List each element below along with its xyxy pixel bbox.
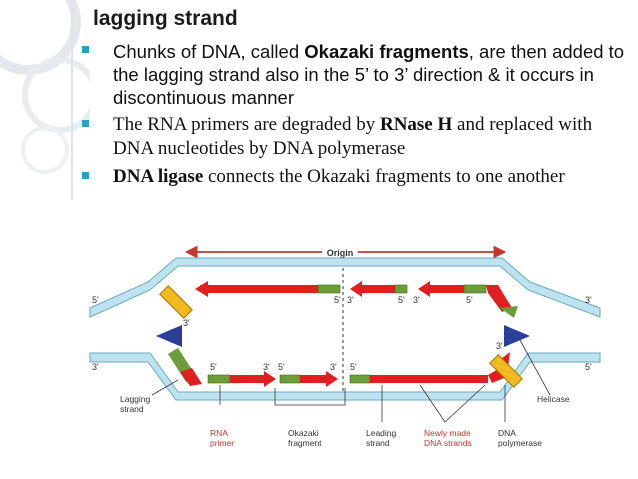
label-top-3-a: 3' [347, 295, 354, 305]
label-top-primer-3: 3' [183, 318, 190, 328]
helicase-right-icon [504, 325, 530, 347]
bottom-new-strands [168, 348, 510, 387]
label-leading-2: strand [366, 438, 390, 448]
label-lagging-strand-1: Lagging [120, 394, 151, 404]
label-helicase: Helicase [537, 394, 570, 404]
label-bottom-left-3: 3' [92, 362, 99, 372]
helicase-left-icon [156, 325, 182, 347]
slide-title: lagging strand [93, 7, 238, 30]
label-rna-primer-2: primer [210, 438, 234, 448]
label-top-right-3: 3' [585, 295, 592, 305]
label-top-5-c: 5' [466, 295, 473, 305]
bullet-rnase: The RNA primers are degraded by RNase H … [80, 113, 635, 161]
label-bottom-primer-3: 3' [496, 341, 503, 351]
top-new-strands [195, 281, 518, 318]
label-polymerase-2: polymerase [498, 438, 542, 448]
pointer-lines [151, 339, 551, 423]
origin-arrow: Origin [184, 245, 507, 259]
label-top-5-b: 5' [398, 295, 405, 305]
label-lagging-strand-2: strand [120, 404, 144, 414]
parental-bottom-strand [89, 352, 601, 401]
bullet-marker [82, 172, 89, 179]
label-bottom-3-a: 3' [263, 362, 270, 372]
label-bottom-3-b: 3' [330, 362, 337, 372]
label-bottom-5-c: 5' [350, 362, 357, 372]
label-bottom-5-b: 5' [278, 362, 285, 372]
label-newly-made-2: DNA strands [424, 438, 472, 448]
label-bottom-5-a: 5' [210, 362, 217, 372]
bullet-list: Chunks of DNA, called Okazaki fragments,… [80, 40, 635, 193]
label-rna-primer-1: RNA [210, 428, 228, 438]
dna-polymerase-top [159, 285, 193, 319]
label-newly-made-1: Newly made [424, 428, 471, 438]
label-okazaki-2: fragment [288, 438, 322, 448]
parental-top-strand [89, 257, 601, 318]
origin-label: Origin [327, 248, 354, 258]
label-leading-1: Leading [366, 428, 397, 438]
bullet-ligase: DNA ligase connects the Okazaki fragment… [80, 165, 635, 189]
label-top-left-5: 5' [92, 295, 99, 305]
dna-polymerase-bottom [489, 354, 523, 388]
decorative-circles [0, 0, 90, 200]
bullet-marker [82, 120, 89, 127]
bullet-okazaki: Chunks of DNA, called Okazaki fragments,… [80, 40, 635, 109]
label-polymerase-1: DNA [498, 428, 516, 438]
bullet-marker [82, 46, 89, 53]
label-bottom-right-5: 5' [585, 362, 592, 372]
label-top-5-a: 5' [334, 295, 341, 305]
label-top-3-b: 3' [413, 295, 420, 305]
label-okazaki-1: Okazaki [288, 428, 319, 438]
